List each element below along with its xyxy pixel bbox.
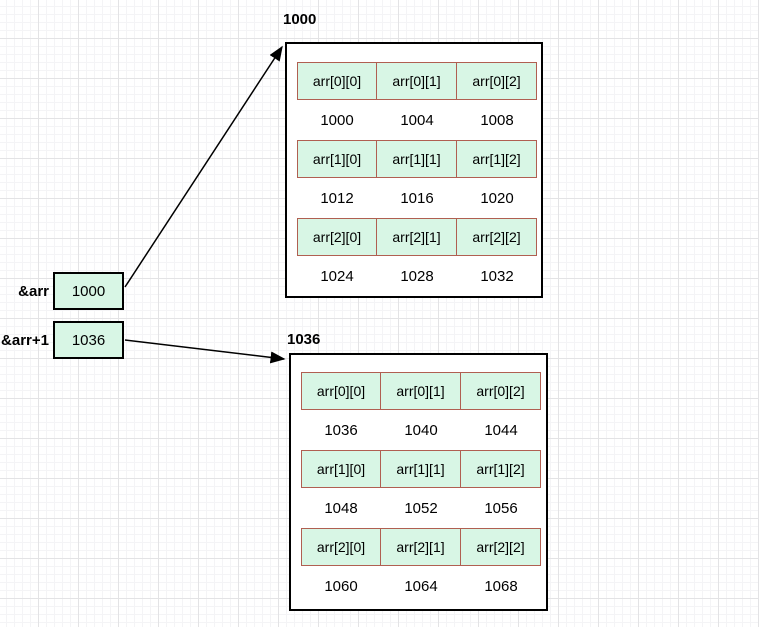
array-cell: arr[1][1] [381,450,461,488]
array-cell: arr[1][0] [297,140,377,178]
pointer-value-arr-plus-1: 1036 [71,331,106,349]
memory-block-1036: arr[0][0] arr[0][1] arr[0][2] 1036 1040 … [289,353,548,611]
cell-address: 1060 [324,577,358,595]
array-cell: arr[0][2] [457,62,537,100]
pointer-label-arr-plus-1: &arr+1 [1,332,49,349]
cell-address: 1020 [480,189,514,207]
array-cell: arr[1][0] [301,450,381,488]
array-cell: arr[2][2] [457,218,537,256]
array-cell: arr[2][1] [381,528,461,566]
address-row: 1024 1028 1032 [297,256,541,296]
array-cell: arr[0][1] [381,372,461,410]
cell-address: 1008 [480,111,514,129]
pointer-value-arr: 1000 [71,282,106,300]
array-cell: arr[0][2] [461,372,541,410]
block-title-1000: 1000 [283,11,317,28]
address-row: 1012 1016 1020 [297,178,541,218]
cell-address: 1044 [484,421,518,439]
array-cell: arr[1][2] [457,140,537,178]
array-cell: arr[2][2] [461,528,541,566]
address-row: 1036 1040 1044 [301,410,546,450]
memory-block-1000: arr[0][0] arr[0][1] arr[0][2] 1000 1004 … [285,42,543,298]
pointer-box-arr-plus-1: 1036 [53,321,124,359]
cell-address: 1064 [404,577,438,595]
array-cell: arr[1][2] [461,450,541,488]
cells-row: arr[1][0] arr[1][1] arr[1][2] [297,140,541,178]
array-cell: arr[0][1] [377,62,457,100]
block-title-1036: 1036 [287,331,321,348]
cell-address: 1052 [404,499,438,517]
cell-address: 1056 [484,499,518,517]
cell-address: 1000 [320,111,354,129]
cells-row: arr[2][0] arr[2][1] arr[2][2] [297,218,541,256]
arrow-arr-plus-1-to-block-1036 [124,339,286,364]
cell-address: 1048 [324,499,358,517]
address-row: 1000 1004 1008 [297,100,541,140]
cell-address: 1028 [400,267,434,285]
cell-address: 1040 [404,421,438,439]
address-row: 1060 1064 1068 [301,566,546,606]
cells-row: arr[1][0] arr[1][1] arr[1][2] [301,450,546,488]
cells-row: arr[0][0] arr[0][1] arr[0][2] [301,372,546,410]
pointer-box-arr: 1000 [53,272,124,310]
array-cell: arr[2][0] [301,528,381,566]
array-cell: arr[2][1] [377,218,457,256]
array-cell: arr[0][0] [301,372,381,410]
cells-row: arr[0][0] arr[0][1] arr[0][2] [297,62,541,100]
array-cell: arr[0][0] [297,62,377,100]
array-cell: arr[2][0] [297,218,377,256]
cell-address: 1024 [320,267,354,285]
cell-address: 1036 [324,421,358,439]
cells-row: arr[2][0] arr[2][1] arr[2][2] [301,528,546,566]
pointer-label-arr: &arr [18,283,49,300]
cell-address: 1012 [320,189,354,207]
arrow-arr-to-block-1000 [124,45,283,288]
cell-address: 1016 [400,189,434,207]
array-cell: arr[1][1] [377,140,457,178]
cell-address: 1004 [400,111,434,129]
cell-address: 1068 [484,577,518,595]
address-row: 1048 1052 1056 [301,488,546,528]
cell-address: 1032 [480,267,514,285]
